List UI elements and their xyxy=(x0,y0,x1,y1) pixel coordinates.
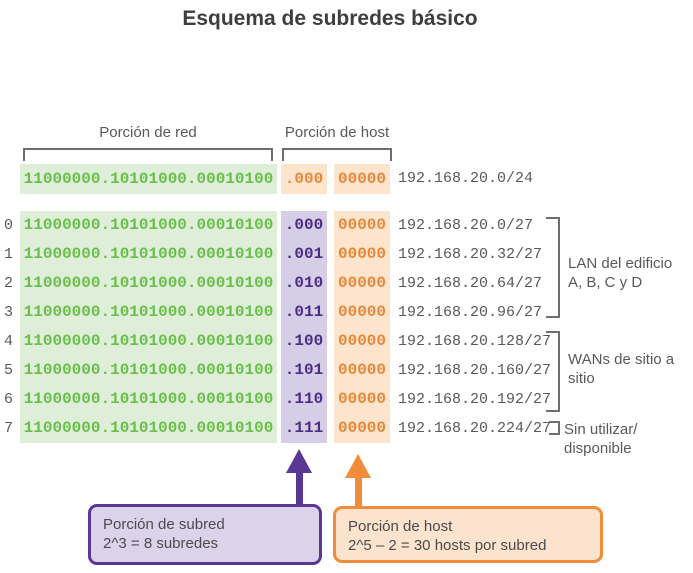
network-bits: 11000000.10101000.00010100 xyxy=(23,216,274,234)
subnet-address: 192.168.20.224/27 xyxy=(398,420,552,437)
lan-group-label: LAN del edificio A, B, C y D xyxy=(568,254,672,292)
network-bits: 11000000.10101000.00010100 xyxy=(23,303,274,321)
host-portion-bracket xyxy=(282,148,392,161)
subnet-bits: .101 xyxy=(284,361,324,379)
host-bits: 00000 xyxy=(337,274,386,292)
subnet-arrow-icon xyxy=(286,449,312,473)
row-index: 0 xyxy=(4,217,14,234)
base-network-bits: 11000000.10101000.00010100 xyxy=(20,164,277,194)
row-index: 3 xyxy=(4,304,14,321)
lan-group-label-line1: LAN del edificio xyxy=(568,255,673,272)
subnet-address: 192.168.20.160/27 xyxy=(398,362,552,379)
network-portion-label: Porción de red xyxy=(99,124,197,141)
base-host-bits: 00000 xyxy=(334,164,390,194)
network-bits: 11000000.10101000.00010100 xyxy=(23,245,274,263)
subnet-row-2: 2 11000000.10101000.00010100 .010 00000 … xyxy=(0,269,693,298)
subnet-bits: .111 xyxy=(284,419,324,437)
row-index: 7 xyxy=(4,420,14,437)
subnet-row-0: 0 11000000.10101000.00010100 .000 00000 … xyxy=(0,211,693,240)
host-bits: 00000 xyxy=(337,332,386,350)
network-bits: 11000000.10101000.00010100 xyxy=(23,274,274,292)
unused-group-label-line2: disponible xyxy=(564,440,632,457)
subnet-address: 192.168.20.192/27 xyxy=(398,391,552,408)
subnet-column-band xyxy=(281,211,327,443)
subnet-bits: .000 xyxy=(284,216,324,234)
subnet-row-4: 4 11000000.10101000.00010100 .100 00000 … xyxy=(0,327,693,356)
row-index: 6 xyxy=(4,391,14,408)
wan-group-label: WANs de sitio a sitio xyxy=(568,350,674,388)
subnet-address: 192.168.20.96/27 xyxy=(398,304,543,321)
page-title: Esquema de subredes básico xyxy=(182,7,478,30)
row-index: 4 xyxy=(4,333,14,350)
subnet-address: 192.168.20.64/27 xyxy=(398,275,543,292)
subnet-bits: .011 xyxy=(284,303,324,321)
subnet-row-6: 6 11000000.10101000.00010100 .110 00000 … xyxy=(0,385,693,414)
subnet-bits: .100 xyxy=(284,332,324,350)
lan-group-label-line2: A, B, C y D xyxy=(568,274,643,291)
wan-group-bracket xyxy=(546,331,560,412)
wan-group-label-line1: WANs de sitio a xyxy=(568,351,675,368)
subnet-callout-line1: Porción de subred xyxy=(103,516,225,533)
subnet-bits: .001 xyxy=(284,245,324,263)
unused-group-label-line1: Sin utilizar/ xyxy=(564,421,638,438)
host-callout-line1: Porción de host xyxy=(348,518,453,535)
wan-group-label-line2: sitio xyxy=(568,370,595,387)
host-bits: 00000 xyxy=(337,245,386,263)
network-bits: 11000000.10101000.00010100 xyxy=(23,419,274,437)
base-address: 192.168.20.0/24 xyxy=(398,170,534,187)
subnet-table: 0 11000000.10101000.00010100 .000 00000 … xyxy=(0,211,693,443)
row-index: 5 xyxy=(4,362,14,379)
subnet-row-1: 1 11000000.10101000.00010100 .001 00000 … xyxy=(0,240,693,269)
host-bits: 00000 xyxy=(337,361,386,379)
subnet-portion-callout: Porción de subred 2^3 = 8 subredes xyxy=(88,504,322,565)
subnet-row-5: 5 11000000.10101000.00010100 .101 00000 … xyxy=(0,356,693,385)
host-bits: 00000 xyxy=(337,216,386,234)
subnet-callout-line2: 2^3 = 8 subredes xyxy=(103,535,219,552)
base-network-row: 11000000.10101000.00010100 .000 00000 19… xyxy=(0,164,693,194)
host-bits: 00000 xyxy=(337,303,386,321)
host-portion-callout: Porción de host 2^5 – 2 = 30 hosts por s… xyxy=(333,506,603,563)
host-arrow-icon xyxy=(345,454,371,478)
subnet-address: 192.168.20.0/27 xyxy=(398,217,534,234)
host-callout-line2: 2^5 – 2 = 30 hosts por subred xyxy=(348,537,547,554)
host-arrow-stem xyxy=(355,476,362,508)
subnet-bits: .110 xyxy=(284,390,324,408)
row-index: 1 xyxy=(4,246,14,263)
network-bits: 11000000.10101000.00010100 xyxy=(23,390,274,408)
subnet-row-3: 3 11000000.10101000.00010100 .011 00000 … xyxy=(0,298,693,327)
network-bits: 11000000.10101000.00010100 xyxy=(23,361,274,379)
host-bits: 00000 xyxy=(337,390,386,408)
unused-group-bracket xyxy=(549,421,560,435)
unused-group-label: Sin utilizar/ disponible xyxy=(564,420,637,458)
subnet-address: 192.168.20.128/27 xyxy=(398,333,552,350)
row-index: 2 xyxy=(4,275,14,292)
host-bits: 00000 xyxy=(337,419,386,437)
base-subnet-bits: .000 xyxy=(281,164,327,194)
subnet-rows: 0 11000000.10101000.00010100 .000 00000 … xyxy=(0,211,693,443)
subnet-bits: .010 xyxy=(284,274,324,292)
host-column-band xyxy=(334,211,390,443)
network-bits: 11000000.10101000.00010100 xyxy=(23,332,274,350)
host-portion-label: Porción de host xyxy=(284,124,390,141)
subnet-row-7: 7 11000000.10101000.00010100 .111 00000 … xyxy=(0,414,693,443)
subnet-arrow-stem xyxy=(296,471,303,507)
network-column-band xyxy=(20,211,277,443)
subnet-address: 192.168.20.32/27 xyxy=(398,246,543,263)
lan-group-bracket xyxy=(546,217,560,318)
network-portion-bracket xyxy=(23,148,273,161)
